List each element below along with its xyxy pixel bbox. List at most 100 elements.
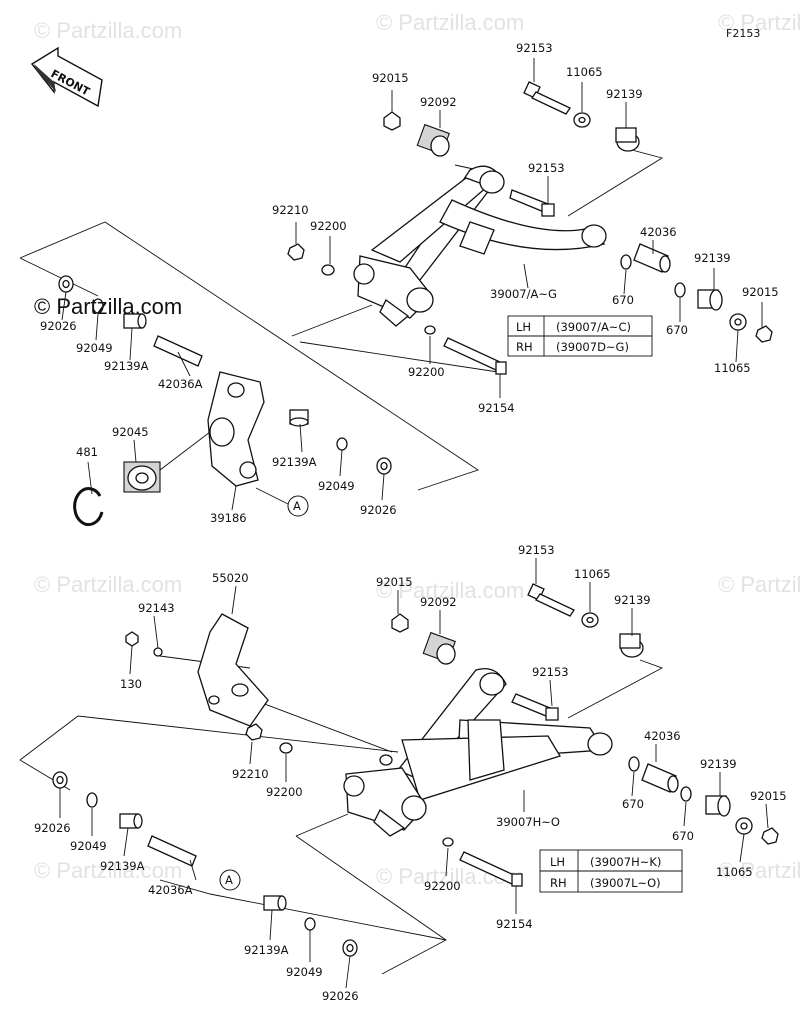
washer-92200-icon — [424, 325, 436, 335]
table-side: RH — [550, 876, 567, 890]
sleeve-42036-icon — [633, 243, 671, 273]
callout: 92049 — [318, 479, 355, 493]
oring-92049-icon — [304, 917, 316, 931]
alignment-line — [567, 149, 664, 217]
callout: 42036 — [640, 225, 677, 239]
bushing-92139A-icon — [123, 313, 147, 329]
callout: 92045 — [112, 425, 149, 439]
callout: 92092 — [420, 95, 457, 109]
washer-92026-icon — [52, 771, 68, 789]
callout: 92153 — [516, 41, 553, 55]
callout: 670 — [612, 293, 634, 307]
callout: 42036 — [644, 729, 681, 743]
callout: 92143 — [138, 601, 175, 615]
callout: 92049 — [70, 839, 107, 853]
alignment-line — [567, 659, 664, 719]
callout: 39007H~O — [496, 815, 560, 829]
callout: 670 — [666, 323, 688, 337]
callout: 42036A — [158, 377, 203, 391]
watermark: © Partzilla.com — [376, 578, 524, 603]
marker-a: A — [219, 869, 241, 891]
callout: 92153 — [518, 543, 555, 557]
bolt-92153-icon — [523, 81, 571, 115]
oring-92049-icon — [336, 437, 348, 451]
lower-callouts: 92153 92015 11065 55020 92092 92139 9214… — [34, 543, 787, 1003]
washer-11065-icon — [735, 817, 753, 835]
callout: 92026 — [34, 821, 71, 835]
nut-92015-icon — [761, 827, 779, 845]
nut-92015-icon — [755, 325, 773, 343]
oring-670-icon — [620, 254, 632, 270]
watermark: © Partzilla.com — [718, 10, 800, 35]
callout: 92026 — [360, 503, 397, 517]
callout: 92139 — [614, 593, 651, 607]
marker-a-label: A — [225, 873, 233, 887]
alignment-line — [19, 257, 99, 297]
bolt-92153-icon — [511, 693, 559, 721]
callout: 11065 — [714, 361, 751, 375]
table-side: RH — [516, 340, 533, 354]
callout: 92139A — [100, 859, 145, 873]
figure-number: F2153 — [726, 27, 760, 40]
table-code: (39007D~G) — [556, 340, 629, 354]
nut-92210-icon — [287, 243, 305, 261]
callout: 92015 — [750, 789, 787, 803]
leader-lines — [61, 58, 763, 511]
table-code: (39007/A~C) — [556, 320, 631, 334]
marker-a: A — [287, 495, 309, 517]
circlip-481-icon — [73, 487, 104, 527]
oring-670-icon — [628, 756, 640, 772]
callout: 92015 — [376, 575, 413, 589]
alignment-line — [159, 879, 447, 941]
callout: 92049 — [286, 965, 323, 979]
lower-assembly: A 92153 92015 11065 55020 92092 92139 92… — [19, 543, 787, 1003]
callout: 11065 — [574, 567, 611, 581]
callout: 92200 — [310, 219, 347, 233]
callout: 92015 — [372, 71, 409, 85]
callout: 130 — [120, 677, 142, 691]
callout: 92200 — [408, 365, 445, 379]
oring-92049-icon — [92, 298, 104, 314]
guard-55020-icon — [197, 613, 269, 727]
upper-a-arm — [353, 165, 607, 327]
callout: 92015 — [742, 285, 779, 299]
watermark: © Partzilla.com — [34, 858, 182, 883]
callout: 92139A — [104, 359, 149, 373]
bolt-92153-icon — [509, 189, 555, 217]
bolt-92153-icon — [527, 583, 575, 617]
callout: 92026 — [40, 319, 77, 333]
washer-92026-icon — [342, 939, 358, 957]
callout: 92154 — [478, 401, 515, 415]
bushing-92139-icon — [619, 633, 644, 658]
sleeve-42036-icon — [641, 763, 679, 793]
watermark: © Partzilla.com — [718, 858, 800, 883]
bolt-92154-icon — [459, 851, 523, 887]
callout: 92153 — [532, 665, 569, 679]
table-code: (39007L~O) — [590, 876, 661, 890]
lower-alignment-frame — [19, 715, 399, 761]
nut-92015-icon — [391, 613, 409, 633]
callout: 11065 — [716, 865, 753, 879]
callout: 481 — [76, 445, 98, 459]
table-side: LH — [516, 320, 531, 334]
screw-130-icon — [125, 631, 139, 647]
oring-92049-icon — [86, 792, 98, 808]
callout: 92139A — [272, 455, 317, 469]
washer-92200-icon — [279, 742, 293, 754]
bushing-92139A-icon — [263, 895, 287, 911]
washer-11065-icon — [573, 112, 591, 128]
callout: 92139 — [694, 251, 731, 265]
nut-92210-icon — [245, 723, 263, 741]
callout: 670 — [622, 797, 644, 811]
callout: 92200 — [266, 785, 303, 799]
washer-92026-icon — [376, 457, 392, 475]
copyright-stamp: © Partzilla.com — [34, 294, 183, 319]
callout: 92139 — [606, 87, 643, 101]
washer-92143-icon — [153, 647, 163, 657]
bushing-92092-icon — [422, 631, 456, 665]
knuckle-39186-icon — [207, 371, 265, 487]
washer-92200-icon — [321, 264, 335, 276]
bushing-92139-icon — [705, 795, 731, 817]
